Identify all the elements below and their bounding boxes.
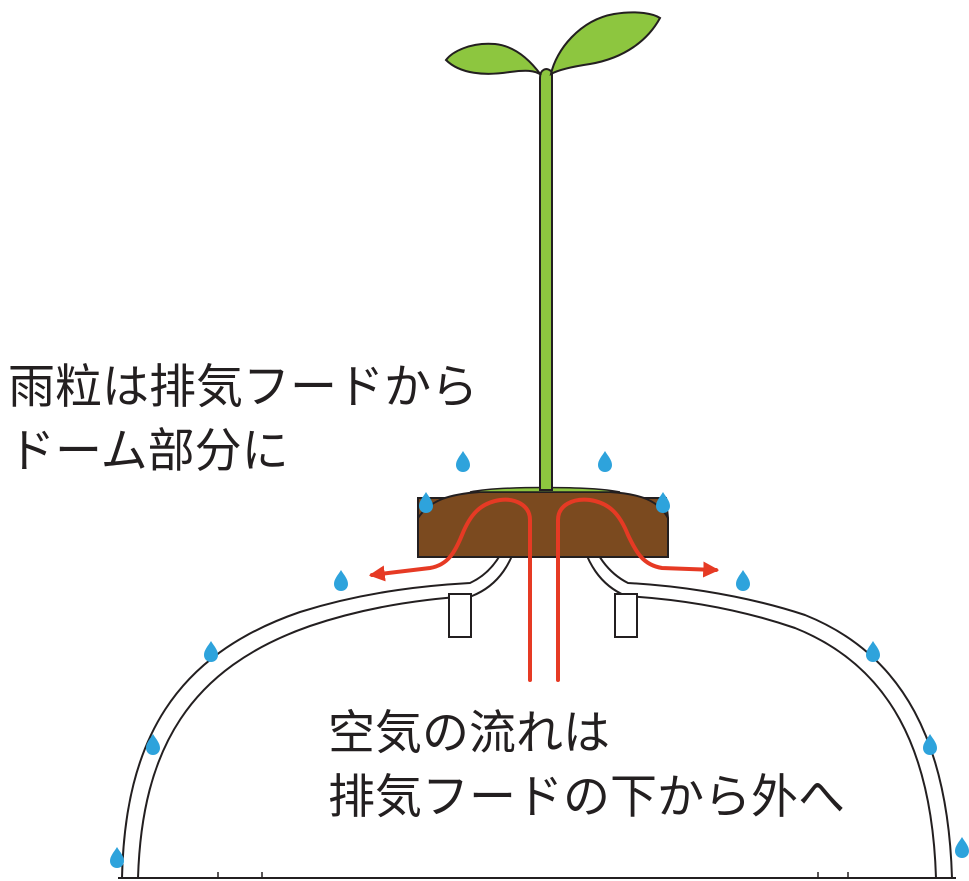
airflow-caption: 空気の流れは 排気フードの下から外へ <box>328 702 845 830</box>
raindrop-icon <box>598 451 612 472</box>
raindrop-icon <box>419 492 433 513</box>
airflow-arrows <box>368 497 720 682</box>
raindrop-icon <box>866 641 880 662</box>
seedling-icon <box>444 11 662 491</box>
raindrop-icon <box>146 734 160 755</box>
support-post-right <box>614 593 638 638</box>
rain-caption-line1: 雨粒は排気フードから <box>8 360 478 415</box>
airflow-left <box>368 497 532 682</box>
raindrop-icon <box>923 734 937 755</box>
dome-inner <box>137 521 937 879</box>
rain-caption: 雨粒は排気フードから ドーム部分に <box>8 356 478 484</box>
raindrop-icon <box>955 837 969 858</box>
raindrop-icon <box>656 492 670 513</box>
raindrop-icon <box>736 570 750 591</box>
airflow-caption-line1: 空気の流れは <box>328 706 610 761</box>
raindrop-icon <box>110 847 124 868</box>
airflow-right <box>556 497 720 682</box>
raindrop-icon <box>334 570 348 591</box>
raindrop-icon <box>204 641 218 662</box>
rain-caption-line2: ドーム部分に <box>8 424 289 479</box>
airflow-caption-line2: 排気フードの下から外へ <box>328 770 845 825</box>
support-post-left <box>448 593 472 638</box>
